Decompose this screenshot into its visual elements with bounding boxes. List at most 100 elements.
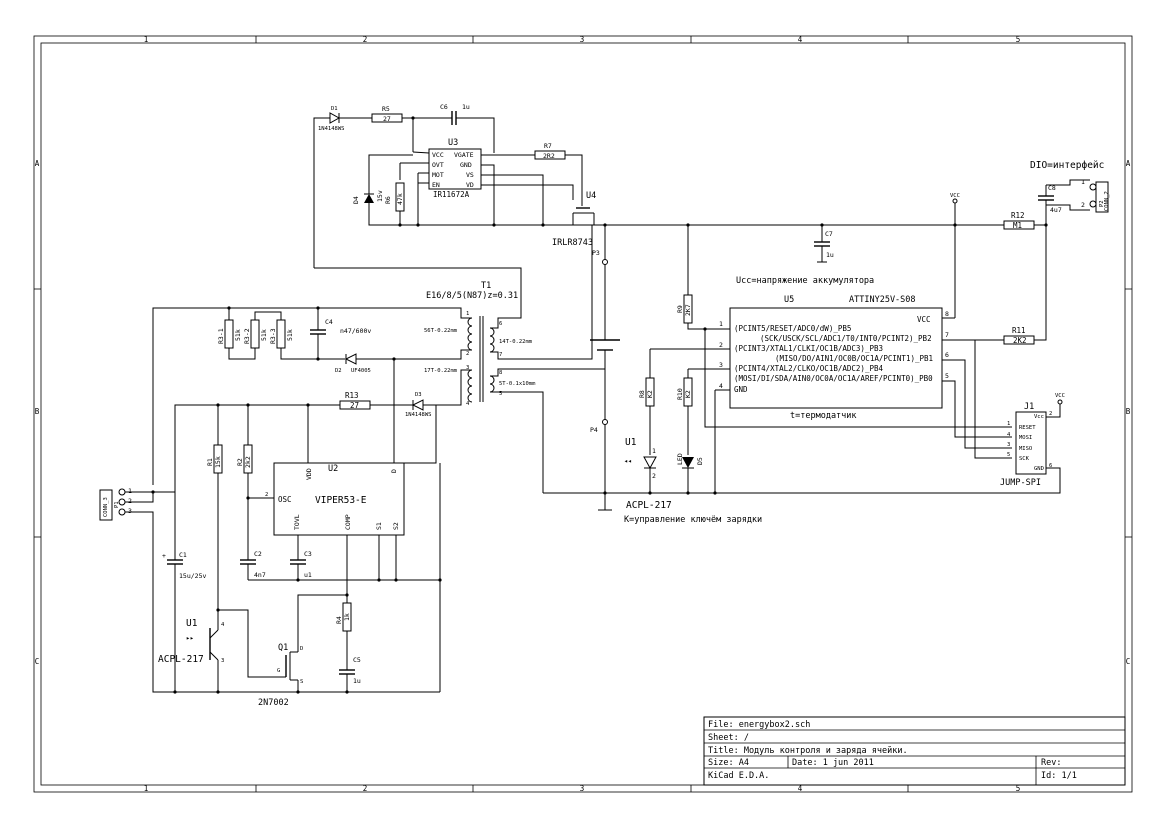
r9-value: 2K7	[684, 304, 692, 316]
resistor-r10: R10 K2	[676, 377, 693, 407]
j1-pinnum: 6	[1049, 463, 1052, 469]
q1-pin: D	[300, 646, 303, 652]
tb-title: Title: Модуль контроля и заряда ячейки.	[708, 746, 908, 756]
r3-2-ref: R3-2	[243, 328, 251, 344]
u2-pin: OSC	[278, 495, 292, 504]
j1-pin: MISO	[1019, 446, 1032, 452]
col-label: 3	[580, 784, 585, 793]
resistor-r2: R2 2k2	[236, 444, 253, 474]
p1-pin: 3	[128, 507, 132, 515]
p2-pin2: 2	[1081, 201, 1085, 209]
j1-value: JUMP-SPI	[1000, 478, 1041, 488]
resistor-r3-3: R3-3 51k	[269, 319, 294, 349]
t1-pinnum: 5	[499, 391, 502, 397]
t1-w3: 17T-0.22mm	[424, 368, 458, 374]
j1-pin: SCK	[1019, 456, 1030, 462]
col-label: 1	[144, 784, 149, 793]
u5-pin: (PCINT5/RESET/ADC0/dW)_PB5	[734, 324, 851, 333]
q1-pin: G	[277, 668, 280, 674]
capacitor-c8: C8 4u7	[1038, 184, 1062, 215]
capacitor-c7: C7 1u	[814, 225, 834, 263]
j1-ref: J1	[1024, 402, 1034, 412]
r10-ref: R10	[676, 388, 684, 400]
t1-pinnum: 2	[466, 351, 469, 357]
u5-vcc: VCC	[917, 315, 931, 324]
u4-ref: U4	[586, 191, 596, 201]
capacitor-c2: C2 4n7	[240, 550, 266, 580]
u1b-value: ACPL-217	[158, 654, 204, 665]
c1-ref: C1	[179, 551, 187, 559]
tb-size: Size: A4	[708, 758, 749, 768]
tb-kicad: KiCad E.D.A.	[708, 771, 769, 781]
col-label: 5	[1016, 35, 1021, 44]
c1-value: 15u/25v	[179, 572, 206, 580]
col-label: 1	[144, 35, 149, 44]
u2-value: VIPER53-E	[315, 495, 367, 506]
p2-ref: P2	[1099, 200, 1105, 207]
p3-ref: P3	[592, 249, 600, 257]
resistor-r11: R11 2K2	[1003, 326, 1035, 345]
t-note: t=термодатчик	[790, 411, 857, 421]
resistor-r3-1: R3-1 51k	[217, 319, 242, 349]
r10-value: K2	[684, 390, 692, 398]
u3-pin: VCC	[432, 151, 444, 159]
mosfet-q1: Q1 2N7002 G D S	[258, 643, 303, 708]
u5-pinnum: 7	[945, 331, 949, 339]
capacitor-c3: C3 u1	[290, 535, 312, 580]
u1-pin: 2	[652, 472, 656, 480]
t1-ref: T1	[481, 281, 491, 291]
r3-1-ref: R3-1	[217, 328, 225, 344]
ic-u2: U2 VIPER53-E OSC VDD D TOVL COMP S1 S2	[273, 462, 405, 536]
ucc-note: Ucc=напряжение аккумулятора	[736, 276, 874, 286]
p2-pin1: 1	[1081, 178, 1085, 186]
vcc-label: VCC	[1055, 393, 1065, 399]
c6-value: 1u	[462, 103, 470, 111]
r6-ref: R6	[384, 196, 392, 204]
u5-pinnum: 4	[719, 382, 723, 390]
top-section: D1 1N4148WS R5 27 C6 1u U3 IR11672A VCC …	[313, 103, 1004, 511]
d5-ref: D5	[696, 457, 704, 465]
j1-pin: MOSI	[1019, 435, 1032, 441]
r7-ref: R7	[544, 142, 552, 150]
p1-value: CONN_3	[103, 497, 109, 517]
u1b-pin: 4	[221, 622, 225, 628]
ic-u5: U5 ATTINY25V-S08 VCC (PCINT5/RESET/ADC0/…	[719, 295, 949, 421]
u5-pinnum: 1	[719, 320, 723, 328]
capacitor-c4: C4 n47/600v	[310, 308, 371, 359]
c8-value: 4u7	[1050, 206, 1062, 214]
title-block: File: energybox2.sch Sheet: / Title: Мод…	[703, 716, 1126, 786]
row-label: A	[1126, 159, 1131, 168]
t1-value: E16/8/5(N87)z=0.31	[426, 291, 518, 301]
u4-value: IRLR8743	[552, 238, 593, 248]
u2-pin: D	[390, 469, 398, 473]
u3-pin: VD	[466, 181, 474, 189]
u5-pin: (PCINT3/XTAL1/CLKI/OC1B/ADC3)_PB3	[734, 344, 883, 353]
resistor-r8: R8 K2	[638, 377, 655, 407]
u3-pin: VGATE	[454, 151, 474, 159]
j1-pin: Vcc	[1034, 414, 1044, 420]
opto-u1-bottom: U1 ACPL-217 ▸▸ 4 3	[158, 618, 225, 665]
capacitor-c5: C5 1u	[339, 631, 361, 692]
q1-pin: S	[300, 679, 303, 685]
tb-rev: Rev:	[1041, 758, 1061, 768]
u2-ref: U2	[328, 464, 338, 474]
c2-ref: C2	[254, 550, 262, 558]
u5-value: ATTINY25V-S08	[849, 295, 916, 305]
d2-ref: D2	[335, 368, 342, 374]
u2-pin: TOVL	[293, 514, 301, 530]
zener-d4: D4 15v	[352, 190, 384, 204]
p4-ref: P4	[590, 426, 598, 434]
connector-j1: J1 JUMP-SPI Vcc RESET MOSI MISO SCK GND …	[1000, 393, 1065, 488]
capacitor-c6: C6 1u	[440, 103, 470, 125]
u3-pin: VS	[466, 171, 474, 179]
transformer-t1: T1 E16/8/5(N87)z=0.31 56T-0.22mm 14T-0.2…	[424, 281, 536, 407]
t1-pinnum: 1	[466, 311, 469, 317]
d3-ref: D3	[415, 392, 422, 398]
col-label: 4	[798, 784, 803, 793]
q1-value: 2N7002	[258, 698, 289, 708]
t1-pinnum: 8	[499, 370, 502, 376]
u5-pin: (SCK/USCK/SCL/ADC1/T0/INT0/PCINT2)_PB2	[760, 334, 932, 343]
u2-pin: S2	[392, 522, 400, 530]
j1-pinnum: 4	[1007, 432, 1011, 438]
